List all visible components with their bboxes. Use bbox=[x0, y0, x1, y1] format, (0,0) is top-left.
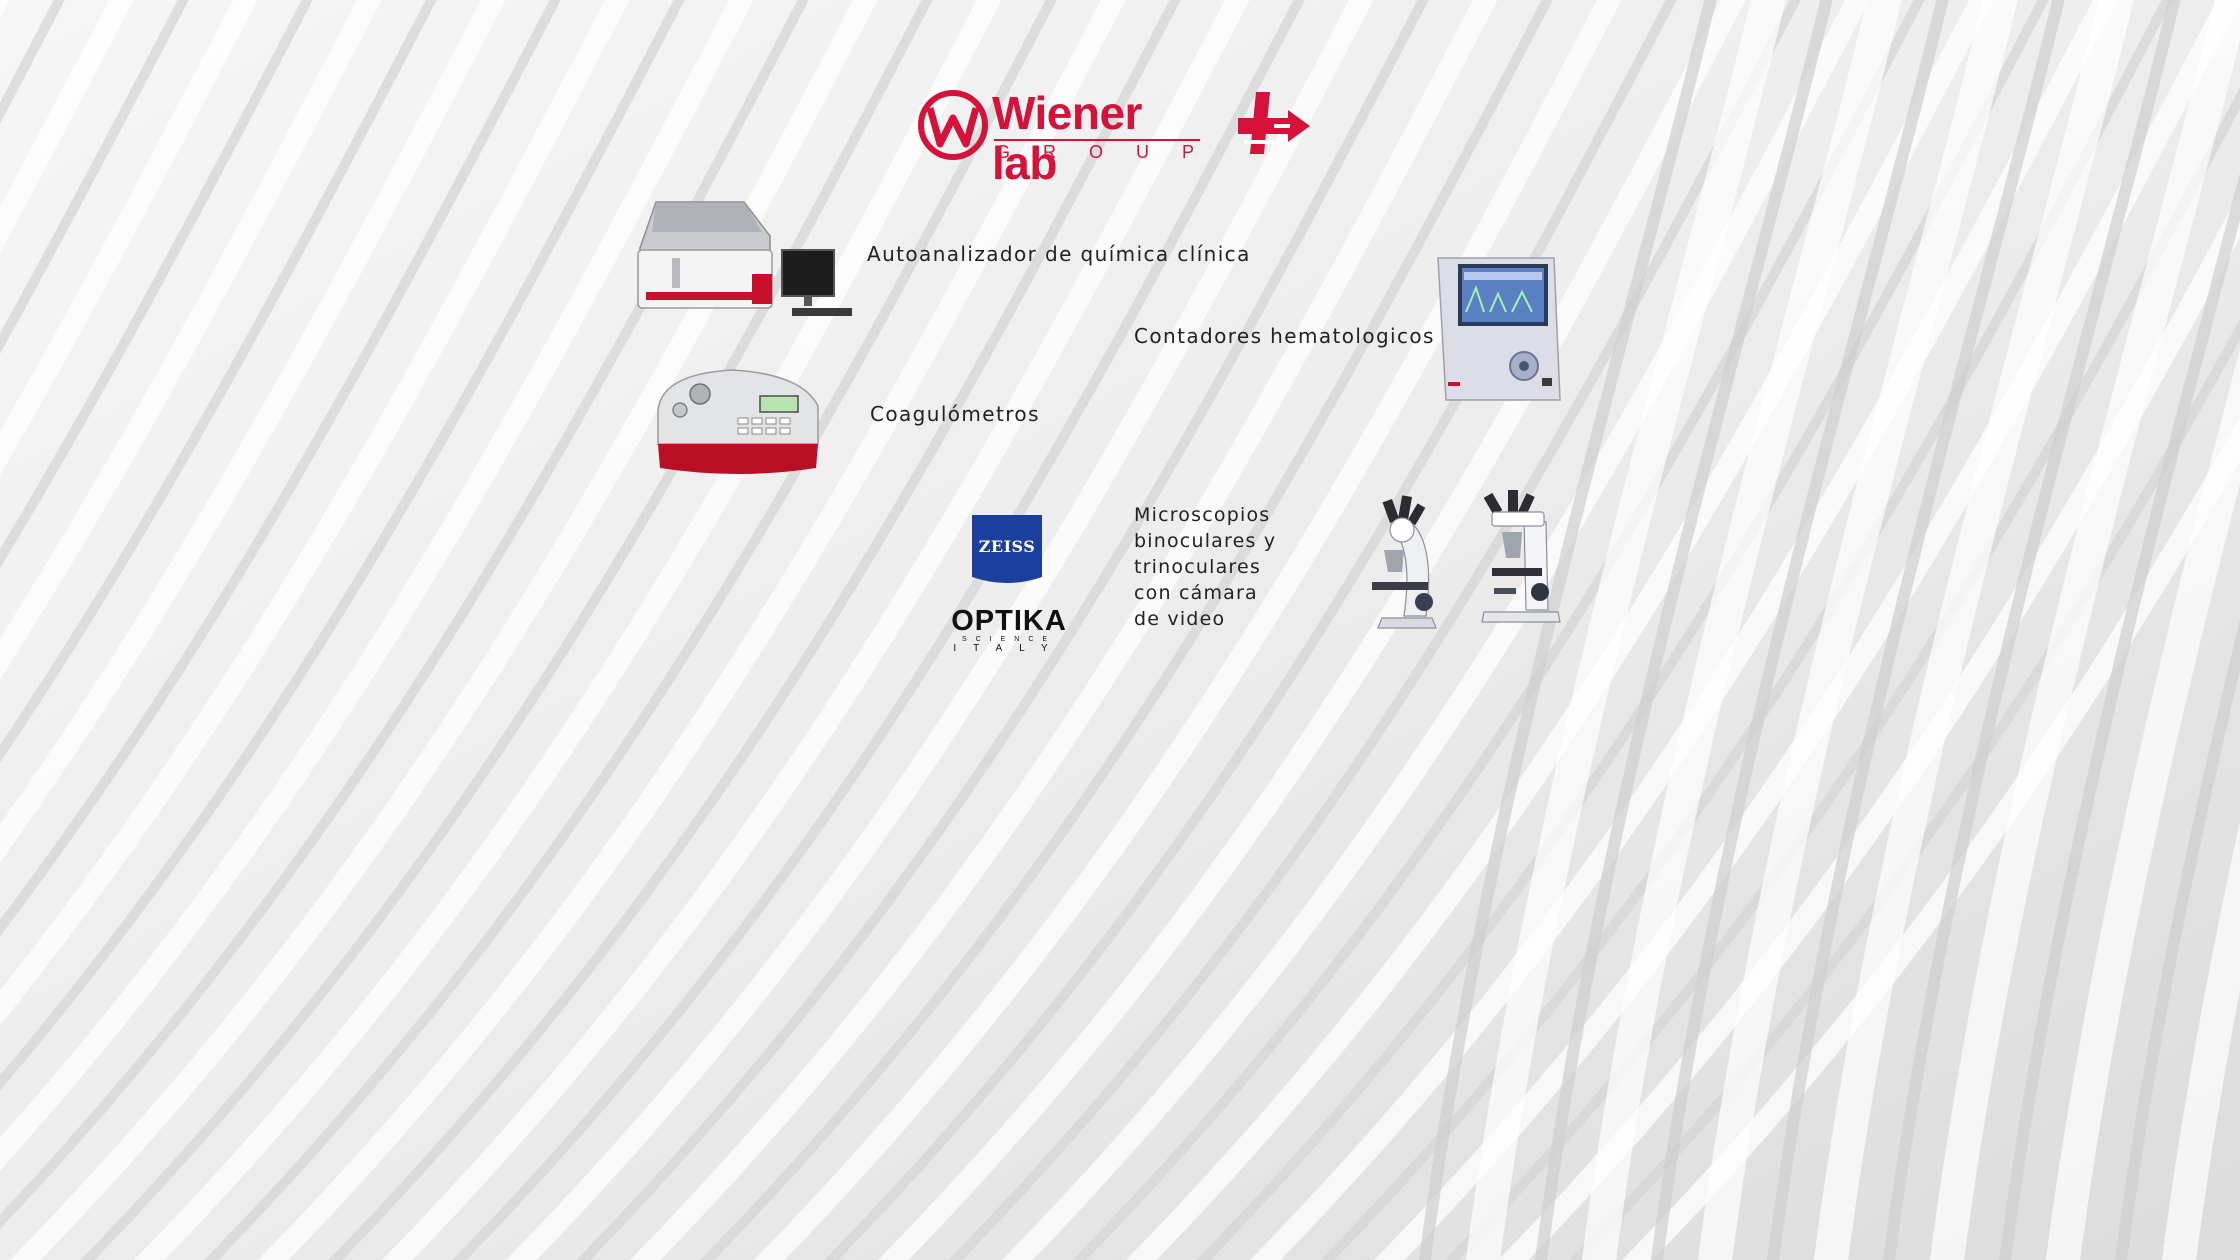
background-rib bbox=[0, 0, 313, 569]
background-rib bbox=[630, 0, 1498, 1260]
background-rib bbox=[0, 0, 134, 254]
optika-logo-text: OPTIKA bbox=[951, 605, 1067, 637]
wiener-lab-emblem-icon bbox=[918, 90, 988, 160]
background-rib bbox=[1002, 0, 1870, 1260]
background-rib bbox=[0, 0, 754, 1171]
zeiss-logo: ZEISS bbox=[972, 515, 1042, 585]
background-rib bbox=[0, 0, 685, 1091]
background-rib bbox=[328, 0, 1181, 1260]
product-label-microscopes: Microscopios binoculares y trinoculares … bbox=[1134, 502, 1276, 632]
background-rib bbox=[1534, 0, 1833, 1260]
background-rib bbox=[0, 0, 809, 1229]
background-rib bbox=[0, 0, 189, 354]
hematology-counter-image bbox=[1432, 254, 1564, 404]
background-rib bbox=[1929, 0, 2240, 1260]
background-rib bbox=[700, 0, 1553, 1260]
background-rib bbox=[948, 0, 1801, 1260]
coagulometer-image bbox=[652, 366, 824, 480]
background-rib bbox=[824, 0, 1677, 1260]
background-rib bbox=[0, 0, 506, 863]
background-rib bbox=[1465, 0, 1786, 1260]
background-rib bbox=[2114, 619, 2240, 1260]
background-rib bbox=[2161, 820, 2240, 1260]
background-rib bbox=[1568, 318, 2240, 1260]
product-label-chemistry: Autoanalizador de química clínica bbox=[867, 242, 1251, 266]
background-rib bbox=[1998, 172, 2240, 1260]
background-rib bbox=[1697, 0, 2018, 1260]
background-rib bbox=[1766, 0, 2065, 1260]
background-rib bbox=[1581, 0, 1902, 1260]
background-rib bbox=[0, 0, 561, 937]
background-rib bbox=[134, 0, 1002, 1260]
brand-group: GROUP bbox=[996, 142, 1228, 162]
background-rib bbox=[0, 0, 382, 680]
zeiss-logo-text: ZEISS bbox=[978, 537, 1036, 556]
background-rib bbox=[382, 0, 1250, 1260]
background-rib bbox=[1813, 0, 2134, 1260]
background-rib bbox=[878, 0, 1746, 1260]
optika-logo-sub1: SCIENCE bbox=[961, 636, 1057, 643]
background-rib bbox=[576, 0, 1429, 1260]
wiener-lab-logo: Wiener lab GROUP bbox=[916, 88, 1206, 188]
product-label-coagulation: Coagulómetros bbox=[870, 402, 1040, 426]
background-rib bbox=[0, 0, 630, 1026]
microscope-image-2 bbox=[1474, 488, 1564, 626]
background-rib bbox=[452, 0, 1305, 1260]
arrow-cross-logo-icon bbox=[1234, 88, 1312, 158]
brand-name: Wiener lab bbox=[992, 87, 1142, 189]
chemistry-analyzer-image bbox=[632, 196, 852, 324]
optika-logo: OPTIKA SCIENCE ITALY bbox=[940, 606, 1078, 654]
background-rib bbox=[80, 0, 933, 1260]
background-rib bbox=[1882, 0, 2181, 1260]
background-rib bbox=[0, 0, 437, 763]
background-rib bbox=[258, 0, 1126, 1260]
microscopes-line-1: Microscopios bbox=[1134, 504, 1271, 526]
background-rib bbox=[10, 0, 878, 1260]
background-rib bbox=[1498, 191, 2240, 1260]
product-label-hematology: Contadores hematologicos bbox=[1134, 324, 1435, 348]
microscopes-line-4: con cámara bbox=[1134, 582, 1258, 604]
microscopes-line-3: trinoculares bbox=[1134, 556, 1261, 578]
background-rib bbox=[1622, 417, 2240, 1260]
background-rib bbox=[204, 0, 1057, 1260]
background-rib bbox=[1650, 0, 1949, 1260]
background-rib bbox=[1418, 0, 1717, 1260]
microscopes-line-2: binoculares y bbox=[1134, 530, 1277, 552]
background-rib bbox=[0, 0, 258, 476]
background-rib bbox=[506, 0, 1374, 1260]
background-rib bbox=[2045, 348, 2240, 1260]
microscopes-line-5: de video bbox=[1134, 608, 1226, 630]
microscope-image-1 bbox=[1352, 490, 1450, 630]
optika-logo-sub2: ITALY bbox=[953, 643, 1065, 654]
background-rib bbox=[754, 0, 1622, 1260]
brand-underline bbox=[994, 139, 1200, 141]
